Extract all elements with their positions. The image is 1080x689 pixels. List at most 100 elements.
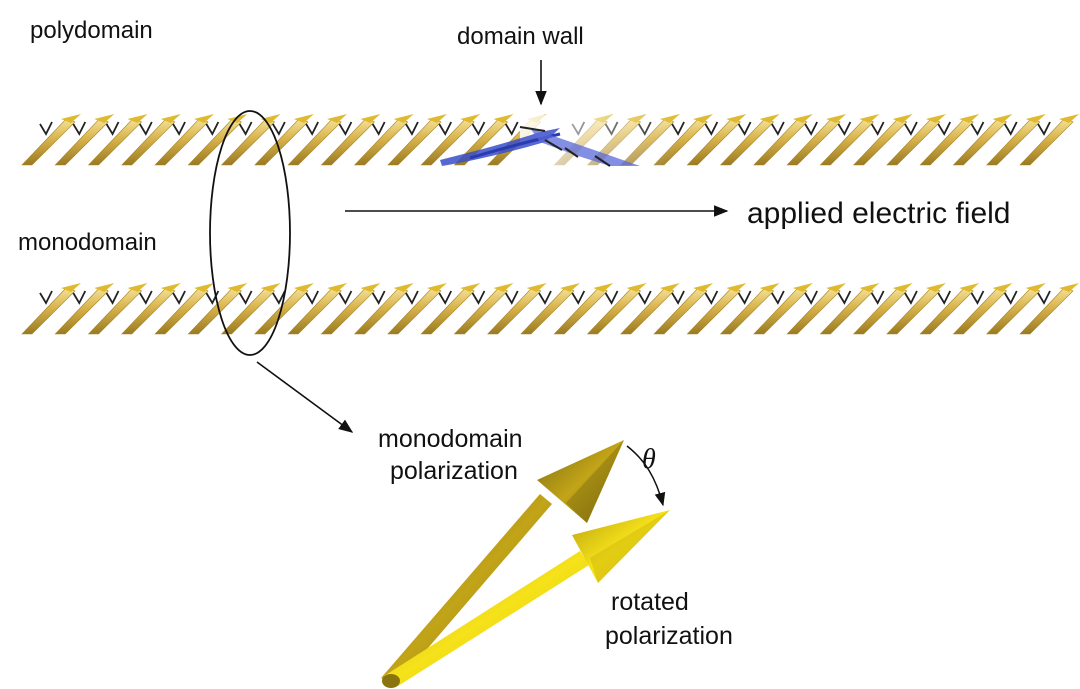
dipole-rod-mark [438,290,453,305]
dipole-rod-mark [904,290,918,305]
dipole-rod-mark [571,290,586,305]
dipole-rod-tip [94,114,115,123]
domain-wall-fade [520,115,680,175]
dipole-rod-mark [604,290,619,305]
dipole-rod-mark [1003,121,1018,136]
dipole-rod-mark [405,290,419,305]
dipole-rod-tip [959,114,980,123]
dipole-rod-mark [471,290,486,305]
dipole-rod [952,286,1007,335]
dipole-rod-mark [272,290,286,305]
dipole-rod [87,286,143,335]
dipole-rod-mark [471,121,486,136]
dipole-rod [819,286,874,335]
dipole-rod [753,117,808,166]
dipole-rod-mark [937,121,952,136]
dipole-rod-tip [293,114,314,123]
dipole-rod-mark [172,121,186,136]
dipole-rod-tip [693,114,714,123]
dipole-rod-tip [593,283,614,292]
dipole-rod [653,286,708,335]
dipole-rod [686,117,741,166]
dipole-rod-tip [826,283,847,292]
dipole-rod [520,286,575,335]
dipole-rod-tip [61,283,81,292]
dipole-rod [786,286,841,335]
dipole-rod-tip [959,283,980,292]
dipole-rod-mark [804,121,818,136]
dipole-rod-tip [327,114,348,123]
dipole-rod-mark [238,290,253,305]
dipole-rod-tip [892,283,913,292]
dipole-rod [353,286,409,335]
dipole-rod-tip [992,283,1013,292]
dipole-rod-mark [904,121,918,136]
dipole-rod [287,117,342,166]
dipole-rod [620,286,675,335]
dipole-rod-tip [393,283,414,292]
polydomain-label: polydomain [30,17,153,44]
dipole-rod-tip [992,114,1013,123]
dipole-rod [952,117,1007,166]
dipole-rod-mark [804,290,818,305]
dipole-rod-mark [238,121,253,136]
dipole-rod-mark [205,121,220,136]
dipole-rod [54,117,109,166]
dipole-rod-mark [638,290,652,305]
dipole-rod [1019,117,1074,166]
dipole-rod-mark [272,121,286,136]
dipole-rod-mark [139,290,153,305]
dipole-rod-mark [671,290,685,305]
dipole-rod [121,117,176,166]
dipole-rod-mark [371,290,386,305]
monodomain-rod-row [21,283,1079,335]
dipole-rod [220,117,276,166]
dipole-rod-mark [105,290,120,305]
dipole-rod-tip [127,114,148,123]
dipole-rod-tip [792,114,813,123]
rotated-polarization-label-line2: polarization [605,622,733,650]
dipole-rod-tip [859,283,880,292]
dipole-rod-mark [371,121,386,136]
dipole-rod-mark [538,290,552,305]
dipole-rod-tip [127,283,148,292]
dipole-rod-mark [771,121,785,136]
dipole-rod-mark [72,290,87,305]
rotated-polarization-label-line1: rotated [611,588,689,616]
dipole-rod [320,286,375,335]
dipole-rod [287,286,342,335]
monodomain-polarization-arrow [381,440,624,684]
dipole-rod-mark [405,121,419,136]
dipole-rod [187,286,242,335]
dipole-rod [852,117,908,166]
dipole-rod-mark [937,290,952,305]
dipole-rod-tip [327,283,348,292]
dipole-rod-mark [870,290,885,305]
dipole-rod-mark [704,290,719,305]
dipole-rod-mark [737,290,752,305]
dipole-rod [387,117,442,166]
dipole-rod [919,117,974,166]
dipole-rod-tip [194,283,215,292]
dipole-rod [986,117,1041,166]
dipole-rod-mark [870,121,885,136]
dipole-rod-mark [704,121,719,136]
domain-wall-label: domain wall [457,23,584,50]
dipole-rod-tip [194,114,215,123]
monodomain-polarization-label-line1: monodomain [378,425,523,453]
dipole-rod-tip [94,283,115,292]
dipole-rod [919,286,974,335]
dipole-rod-tip [460,283,481,292]
dipole-rod-tip [526,283,547,292]
dipole-rod-mark [338,121,353,136]
dipole-rod-tip [859,114,880,123]
applied-electric-field-label: applied electric field [747,197,1010,230]
dipole-rod-tip [892,114,913,123]
dipole-rod [686,286,741,335]
dipole-rod-tip [925,114,946,123]
dipole-rod [753,286,808,335]
dipole-rod-tip [826,114,847,123]
domain-wall-rods [440,126,640,167]
dipole-rod [21,286,76,335]
